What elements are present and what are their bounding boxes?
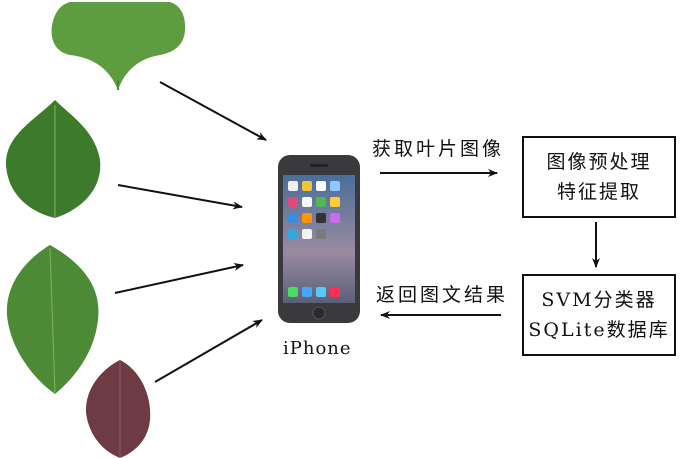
serrated-leaf-image: [5, 100, 101, 218]
ginkgo-leaf-image: [51, 2, 186, 90]
preprocess-box: 图像预处理 特征提取: [522, 136, 676, 218]
classifier-line2: SQLite数据库: [528, 319, 670, 341]
arrow-purple-to-phone: [154, 319, 263, 383]
oval-leaf-image: [6, 245, 99, 395]
arrow-oval-to-phone: [114, 263, 244, 294]
classifier-box: SVM分类器 SQLite数据库: [522, 274, 676, 356]
classifier-line1: SVM分类器: [541, 289, 657, 311]
arrow-serrated-to-phone: [117, 184, 243, 210]
iphone-image: [278, 155, 360, 323]
acquire-label: 获取叶片图像: [372, 138, 505, 160]
arrow-ginkgo-to-phone: [159, 81, 267, 141]
preprocess-line1: 图像预处理: [546, 151, 652, 173]
iphone-label: iPhone: [283, 338, 352, 359]
purple-leaf-image: [85, 360, 151, 458]
preprocess-line2: 特征提取: [556, 181, 641, 203]
return-label: 返回图文结果: [376, 284, 509, 306]
